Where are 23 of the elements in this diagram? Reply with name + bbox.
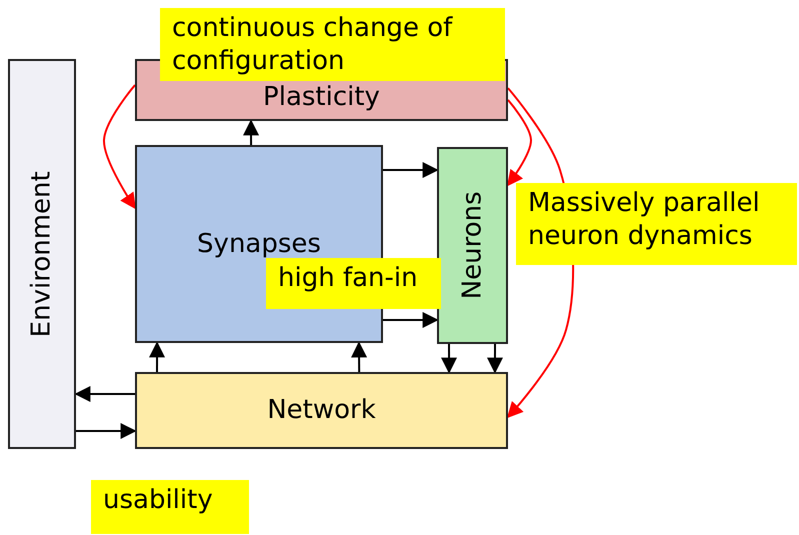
node-label: Neurons (458, 192, 487, 300)
neurons-box (437, 147, 508, 344)
curved-arrow (103, 84, 136, 210)
node-label: Environment (28, 170, 56, 338)
node-label: Synapses (197, 230, 321, 258)
arrow (486, 344, 503, 374)
environment-box (8, 59, 76, 449)
curved-arrow (507, 99, 532, 186)
callout-tooltip: continuous change of configuration (160, 8, 505, 81)
arrow (243, 119, 260, 145)
arrow (76, 423, 137, 439)
callout-tooltip: high fan-in (266, 258, 441, 309)
arrow (351, 341, 368, 372)
node-label: Network (267, 396, 376, 425)
network-box (135, 372, 508, 449)
arrow (149, 341, 166, 372)
arrow (383, 312, 439, 328)
callout-tooltip: Massively parallel neuron dynamics (516, 183, 797, 265)
node-label: Plasticity (263, 82, 380, 112)
arrow (74, 386, 135, 402)
arrow (441, 344, 458, 374)
callout-tooltip: usability (91, 480, 249, 534)
arrow (383, 162, 439, 178)
